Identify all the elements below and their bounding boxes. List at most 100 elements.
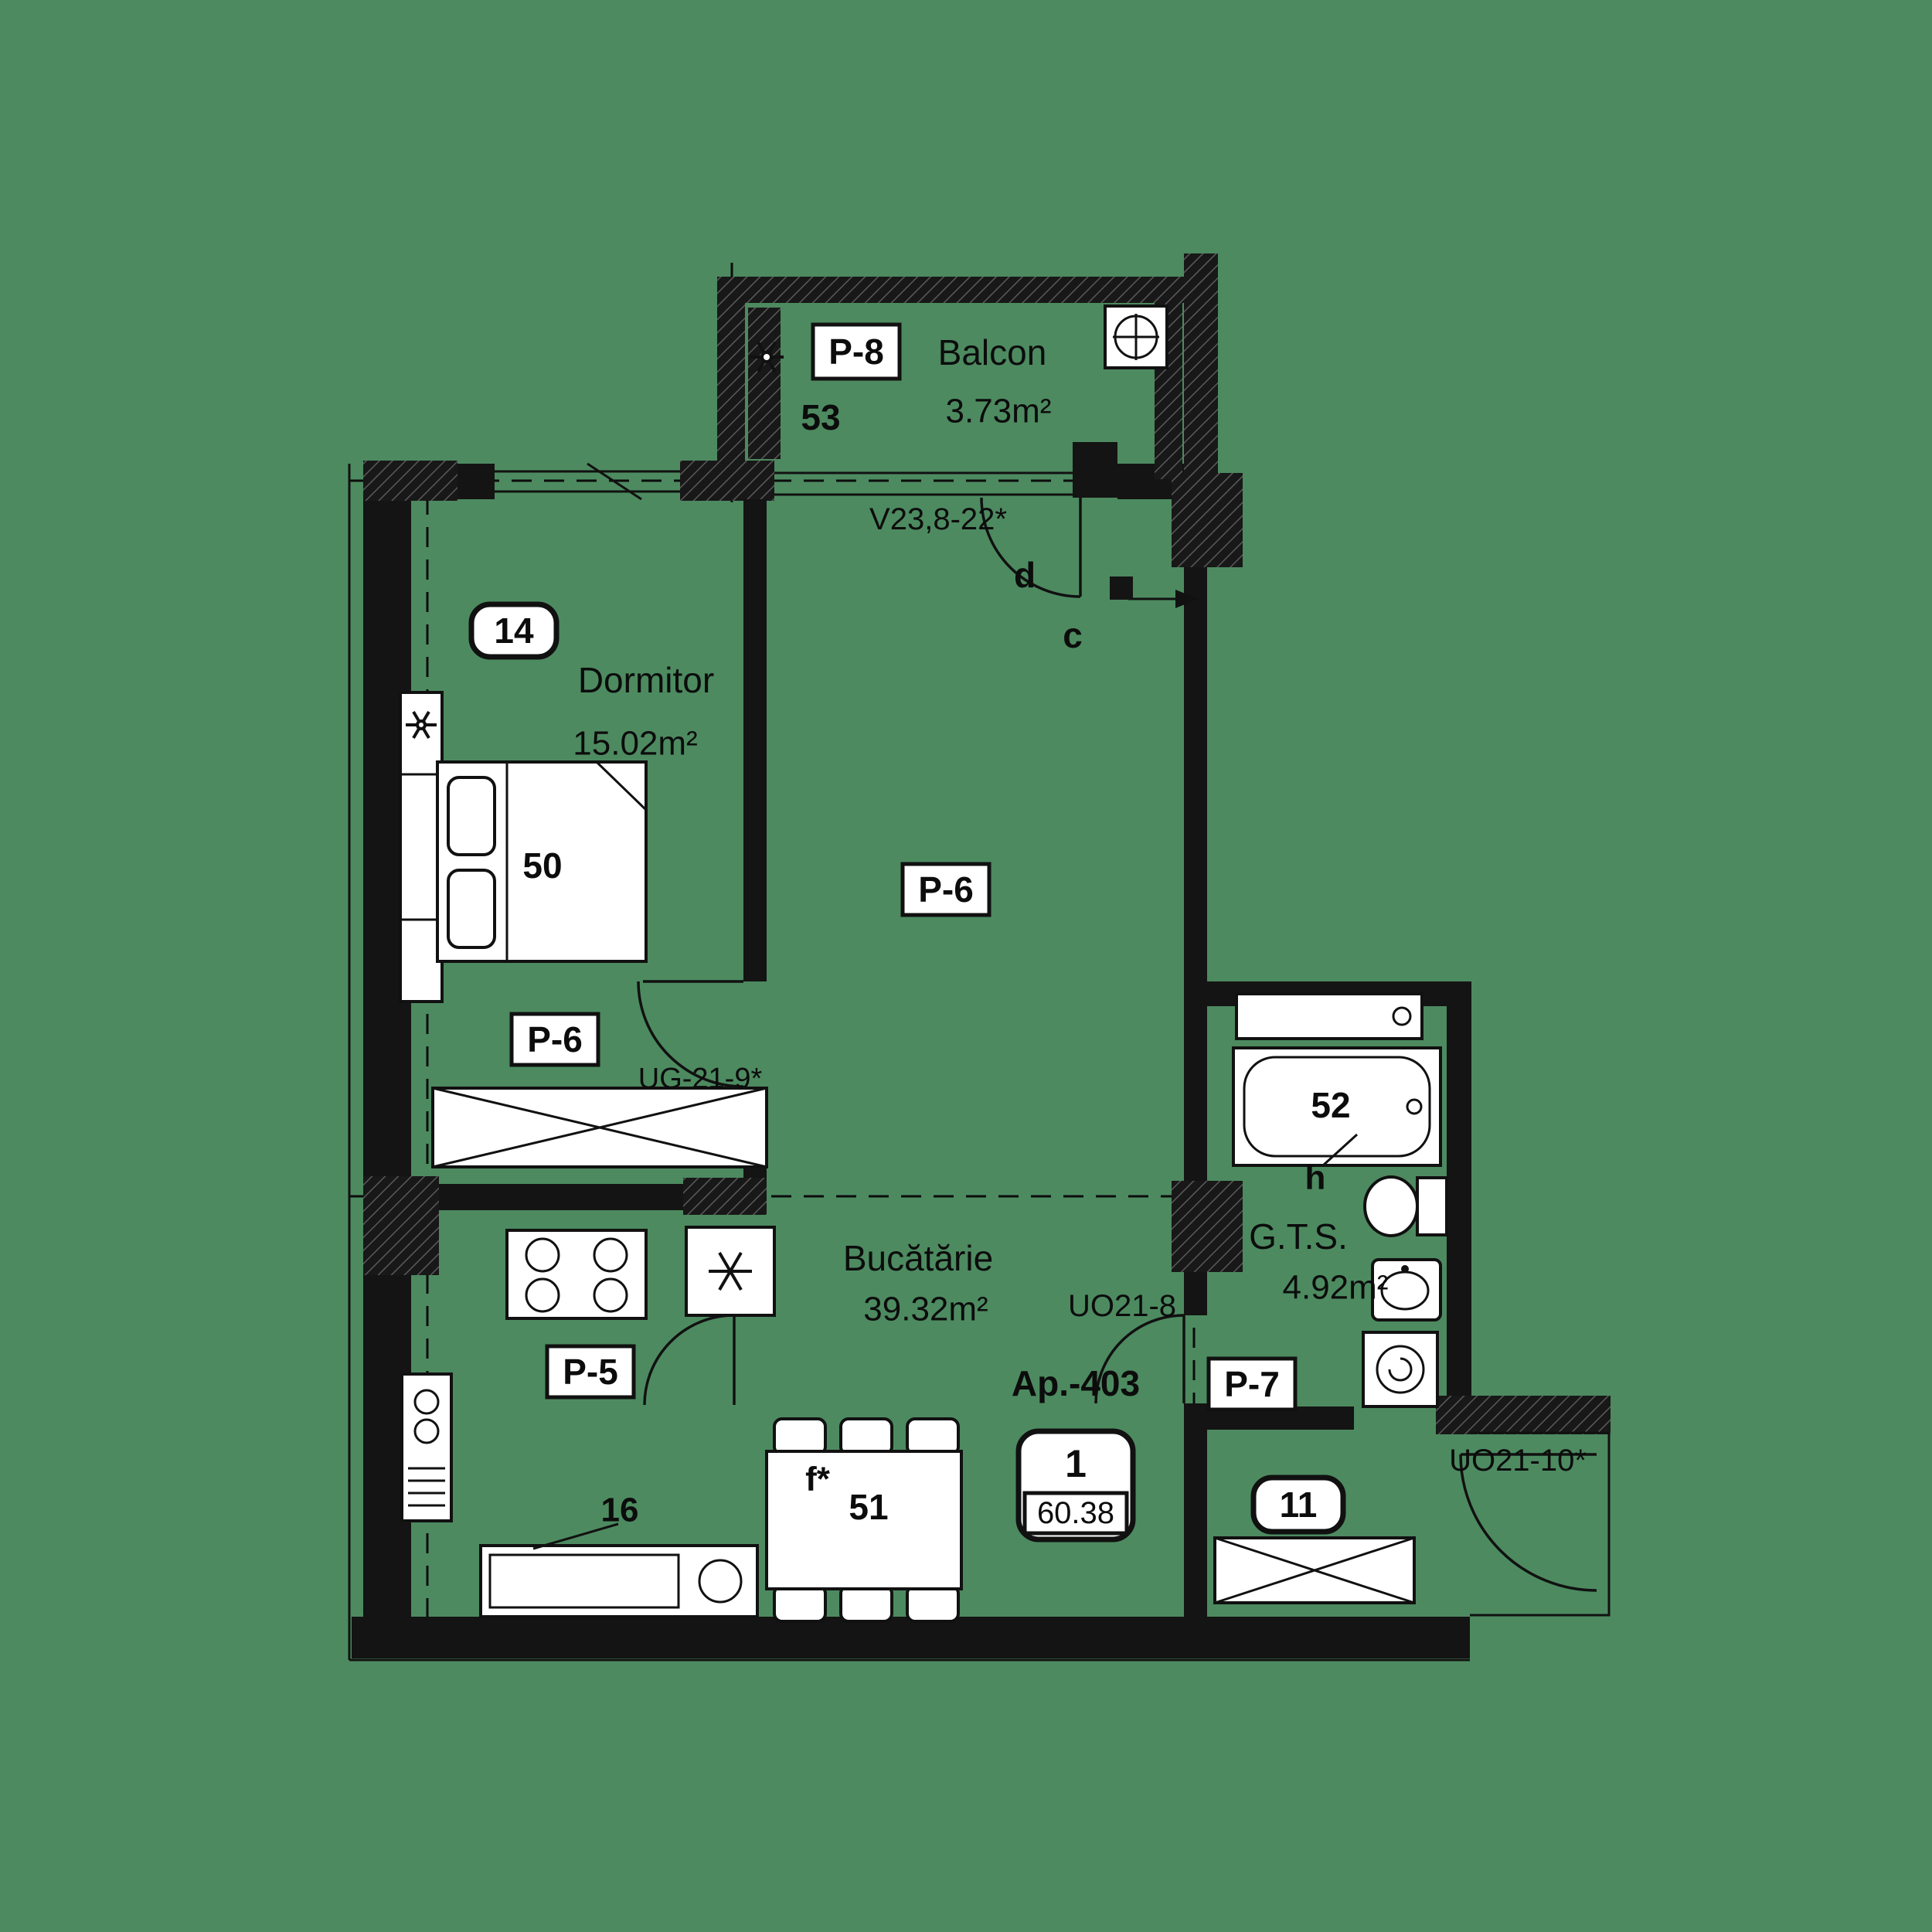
hall-fixtures — [1213, 1431, 1611, 1617]
mark-f: f* — [805, 1461, 831, 1498]
wardrobe-ref-box — [1250, 1475, 1346, 1535]
wall-balcony-left — [717, 277, 745, 479]
wall-balcony-top — [717, 277, 1184, 303]
mark-h-leader — [1321, 1133, 1359, 1167]
room-area-kitchen: 39.32m² — [863, 1291, 988, 1328]
wall-right-lower — [1184, 1403, 1207, 1658]
chair — [839, 1584, 893, 1623]
position-number-bed: 50 — [522, 845, 562, 886]
window-ref-bedroom: 14 — [494, 611, 534, 651]
door-code-bathroom: UO21-8 — [1068, 1289, 1176, 1323]
room-name-balcony: Balcon — [938, 332, 1047, 372]
room-area-bedroom: 15.02m² — [573, 725, 697, 763]
chair — [839, 1417, 893, 1456]
wall-right-upper — [1184, 473, 1207, 1315]
bench — [479, 1522, 759, 1618]
dresser — [399, 691, 444, 1003]
balcony-labels: P-8 Balcon 3.73m² 53 — [801, 322, 1052, 437]
finish-label-box — [900, 862, 992, 917]
bath-sink — [1371, 1258, 1442, 1321]
position-number-bench: 16 — [601, 1492, 639, 1529]
bathroom-fixtures — [1232, 992, 1448, 1408]
column-mid-right — [1172, 1181, 1243, 1272]
living-labels: V23,8-22* d c P-6 Bucătărie 39.32m² P-5 … — [545, 502, 1176, 1529]
room-name-kitchen: Bucătărie — [843, 1238, 993, 1278]
position-number-tub: 52 — [1311, 1085, 1350, 1125]
stove — [505, 1229, 648, 1320]
fridge — [685, 1226, 776, 1317]
bathroom-door — [1094, 1314, 1185, 1404]
snowflake-icon — [709, 1251, 752, 1291]
mark-h: h — [1305, 1159, 1326, 1197]
walls — [348, 253, 1611, 1662]
kitchen-sink — [400, 1372, 453, 1522]
wall-entry-stub — [1436, 1396, 1611, 1434]
window-code-living: V23,8-22* — [869, 502, 1007, 536]
bedroom-furniture — [399, 691, 768, 1168]
position-number-table: 51 — [849, 1487, 888, 1527]
wall-bottom — [352, 1617, 1470, 1658]
door-threshold-balcony — [1073, 442, 1117, 498]
position-number-balcony: 53 — [801, 397, 840, 437]
finish-label-box — [545, 1344, 636, 1400]
room-area-bathroom: 4.92m² — [1283, 1269, 1389, 1307]
vanity — [1235, 992, 1423, 1040]
finish-label-box — [811, 322, 902, 381]
mark-c: c — [1063, 615, 1083, 655]
column-balcony-outer — [1184, 253, 1218, 482]
column-top-left — [363, 461, 457, 501]
balcony-fixtures — [750, 304, 1168, 373]
badge-total-area: 60.38 — [1037, 1496, 1114, 1530]
window-ref-box — [468, 601, 560, 660]
finish-label-kitchen: P-5 — [563, 1352, 618, 1392]
badge-area-box — [1022, 1491, 1129, 1536]
door-code-entry: UO21-10* — [1449, 1444, 1587, 1478]
chair — [773, 1417, 827, 1456]
room-name-bathroom: G.T.S. — [1249, 1216, 1348, 1257]
chair — [906, 1584, 960, 1623]
wardrobe — [431, 1087, 768, 1168]
finish-label-balcony: P-8 — [828, 332, 884, 372]
windows — [495, 462, 1073, 501]
finish-label-box — [1206, 1356, 1298, 1412]
kitchen-door — [643, 1314, 736, 1406]
kitchen-furniture — [400, 497, 1199, 1623]
door-code-bedroom: UG-21-9* — [638, 1063, 763, 1095]
badge-room-count: 1 — [1065, 1442, 1087, 1485]
plant-icon — [750, 341, 784, 373]
apartment-label: Ap.-403 — [1012, 1363, 1140, 1403]
entry-corridor — [1470, 1431, 1611, 1617]
bedroom-labels: 14 Dormitor 15.02m² 50 P-6 UG-21-9* — [468, 601, 763, 1095]
column-mid-center — [683, 1178, 767, 1215]
balcony-door — [980, 497, 1082, 598]
washing-machine — [1362, 1331, 1439, 1408]
column-mid-left — [363, 1176, 439, 1275]
apartment-badge: 1 60.38 — [1015, 1428, 1136, 1543]
bed — [436, 760, 648, 963]
bedroom-door — [637, 980, 744, 1088]
mark-d: d — [1014, 555, 1036, 595]
balcony-inner-pier — [748, 308, 781, 459]
column-top-right — [1172, 473, 1243, 567]
finish-label-bathroom: P-7 — [1224, 1364, 1280, 1404]
table-top — [765, 1450, 963, 1590]
finish-label-bedroom: P-6 — [527, 1019, 583, 1060]
bathtub — [1232, 1046, 1442, 1167]
plant-icon — [406, 710, 437, 740]
entry-door — [1459, 1453, 1597, 1592]
hall-wardrobe — [1213, 1536, 1416, 1604]
bathroom-labels: 52 h G.T.S. 4.92m² P-7 — [1206, 1085, 1389, 1412]
room-name-bedroom: Dormitor — [578, 660, 714, 700]
living-window — [774, 471, 1073, 496]
position-number-hall-wardrobe: 11 — [1280, 1485, 1318, 1525]
room-area-balcony: 3.73m² — [946, 393, 1052, 430]
toilet — [1363, 1175, 1448, 1237]
wall-partition-vertical — [743, 499, 767, 981]
dining-table — [765, 1417, 963, 1623]
finish-label-box — [509, 1012, 600, 1067]
hall-labels: 11 UO21-10* — [1250, 1444, 1587, 1535]
chair — [906, 1417, 960, 1456]
chair — [773, 1584, 827, 1623]
vent-arrow — [1110, 577, 1199, 608]
